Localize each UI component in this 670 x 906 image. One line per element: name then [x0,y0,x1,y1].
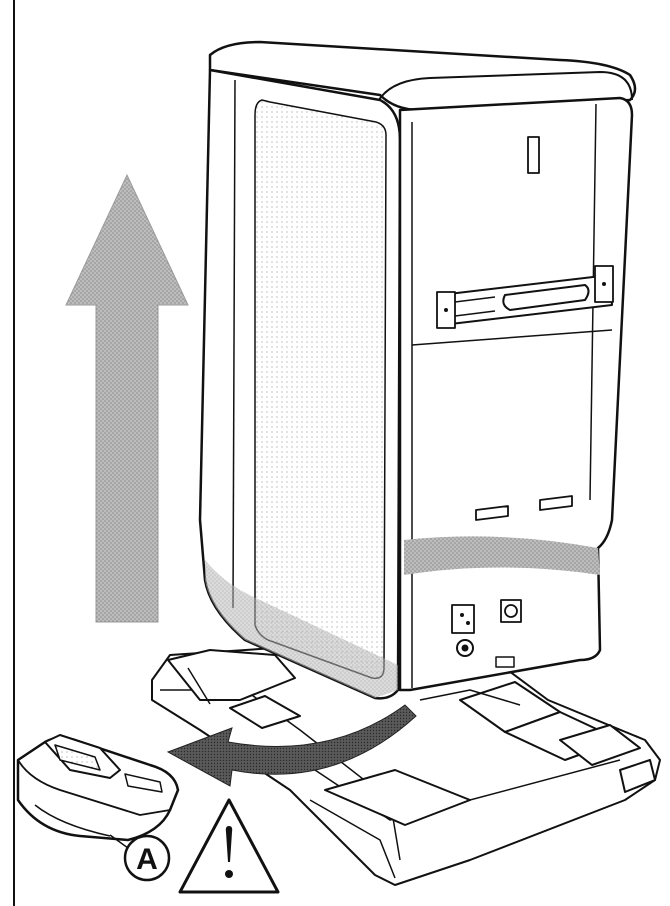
callout-a: A [123,834,171,882]
up-arrow-icon [65,173,189,623]
part-a-component [16,734,180,849]
base-tray [151,647,661,886]
warning-triangle-icon [178,798,280,894]
curved-arrow-icon [166,704,417,787]
cabinet-unit [198,40,637,700]
callout-a-label: A [136,843,158,876]
